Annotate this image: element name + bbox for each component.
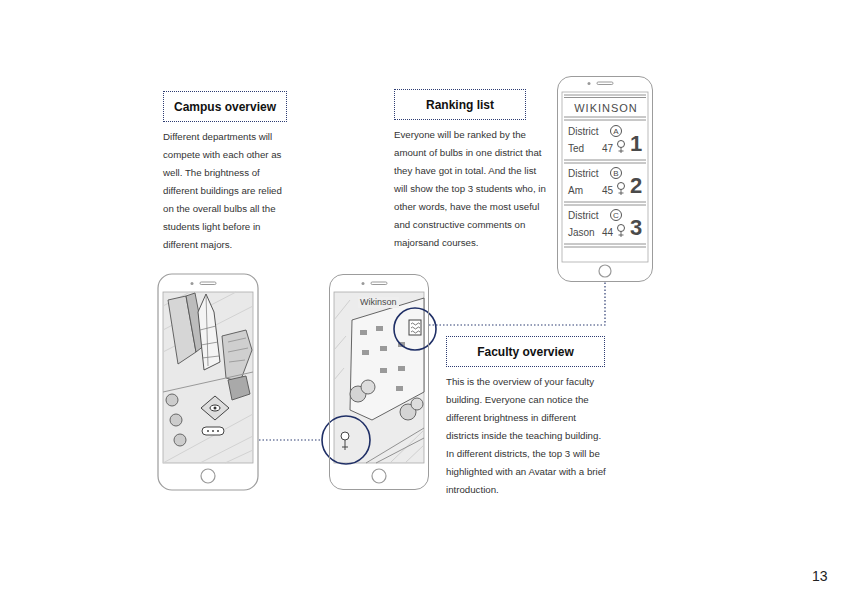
bulb-icon xyxy=(618,225,625,238)
bulb-icon xyxy=(618,225,625,232)
sketch-text: B xyxy=(610,167,622,179)
faculty-sketch xyxy=(341,432,349,440)
faculty-sketch xyxy=(360,330,367,335)
page-number: 13 xyxy=(812,568,828,584)
sketch-text: WIKINSON xyxy=(558,102,654,115)
sketch-text: 2 xyxy=(630,173,642,199)
sketch-text: Jason xyxy=(568,227,595,239)
campus-sketch xyxy=(210,405,220,411)
faculty-sketch xyxy=(350,298,424,420)
campus-sketch xyxy=(200,294,219,366)
campus-sketch xyxy=(170,414,182,426)
faculty-phone-details xyxy=(362,282,365,285)
card-body: This is the overview of your faculty bui… xyxy=(446,373,611,499)
faculty-sketch xyxy=(398,366,405,371)
campus-sketch xyxy=(222,330,252,382)
sketch-text: 47 xyxy=(602,143,613,155)
campus-sketch xyxy=(166,394,178,406)
ranking-phone-details xyxy=(597,82,613,85)
faculty-sketch xyxy=(411,323,420,333)
campus-phone xyxy=(158,274,258,490)
sketch-text: 3 xyxy=(630,215,642,241)
card-heading: Campus overview xyxy=(163,91,287,122)
ranking-phone-details xyxy=(599,265,611,277)
faculty-phone-details xyxy=(372,469,386,483)
sketch-text: Ted xyxy=(568,143,584,155)
faculty-sketch xyxy=(409,320,421,335)
annotation-card: Ranking listEveryone will be ranked by t… xyxy=(394,89,546,252)
campus-sketch xyxy=(212,430,214,432)
campus-phone xyxy=(191,282,194,285)
faculty-sketch xyxy=(380,346,387,351)
sketch-text: Am xyxy=(568,185,583,197)
dotted-connector xyxy=(429,282,605,325)
sketch-text: C xyxy=(610,209,622,221)
campus-sketch xyxy=(198,294,220,370)
campus-phone xyxy=(200,282,216,285)
bulb-icon xyxy=(618,183,625,196)
sketch-text: Wikinson xyxy=(358,297,399,308)
sketch-text: 44 xyxy=(602,227,613,239)
campus-sketch xyxy=(174,434,186,446)
card-body: Everyone will be ranked by the amount of… xyxy=(394,126,546,252)
campus-sketch xyxy=(163,292,253,463)
leader-line xyxy=(259,439,321,440)
card-heading: Ranking list xyxy=(394,89,526,120)
sketch-text: District xyxy=(568,126,599,138)
campus-sketch xyxy=(214,407,217,410)
faculty-sketch xyxy=(380,368,387,373)
bulb-icon xyxy=(618,141,625,148)
faculty-sketch xyxy=(362,350,369,355)
campus-sketch xyxy=(163,372,253,392)
campus-sketch xyxy=(207,430,209,432)
bulb-icon xyxy=(618,141,625,154)
phone-mockup: WIKINSONDistrictATed471DistrictBAm452Dis… xyxy=(557,76,653,282)
campus-sketch xyxy=(202,427,224,435)
faculty-sketch xyxy=(334,292,424,463)
bulb-icon xyxy=(619,190,624,196)
card-body: Different departments will compete with … xyxy=(163,128,291,254)
campus-phone xyxy=(201,469,215,483)
faculty-phone-details xyxy=(371,282,387,285)
phone-mockup: Wikinson xyxy=(329,274,429,490)
faculty-sketch xyxy=(394,308,436,350)
sketch-text: 45 xyxy=(602,185,613,197)
faculty-sketch xyxy=(366,428,424,463)
faculty-sketch xyxy=(396,386,403,391)
faculty-sketch xyxy=(411,398,423,410)
card-heading: Faculty overview xyxy=(446,336,605,367)
faculty-sketch xyxy=(342,440,348,450)
sketch-text: 1 xyxy=(630,131,642,157)
ranking-phone-details xyxy=(562,92,648,262)
sketch-text: A xyxy=(610,125,622,137)
sketch-text: District xyxy=(568,210,599,222)
bulb-icon xyxy=(619,148,624,154)
leader-line xyxy=(259,440,321,441)
annotation-card: Faculty overviewThis is the overview of … xyxy=(446,336,611,499)
campus-sketch xyxy=(163,292,253,463)
campus-phone xyxy=(158,274,258,490)
sketch-text: District xyxy=(568,168,599,180)
campus-sketch xyxy=(201,396,229,420)
campus-sketch xyxy=(228,376,250,400)
bulb-icon xyxy=(619,232,624,238)
campus-sketch xyxy=(228,338,248,362)
campus-sketch xyxy=(163,292,253,463)
ranking-phone-details xyxy=(588,82,591,85)
faculty-sketch xyxy=(361,380,375,394)
faculty-sketch xyxy=(376,326,383,331)
ranking-phone-details xyxy=(564,95,646,247)
faculty-sketch xyxy=(322,292,436,464)
bulb-icon xyxy=(618,183,625,190)
campus-sketch xyxy=(217,430,219,432)
annotation-card: Campus overviewDifferent departments wil… xyxy=(163,91,291,254)
